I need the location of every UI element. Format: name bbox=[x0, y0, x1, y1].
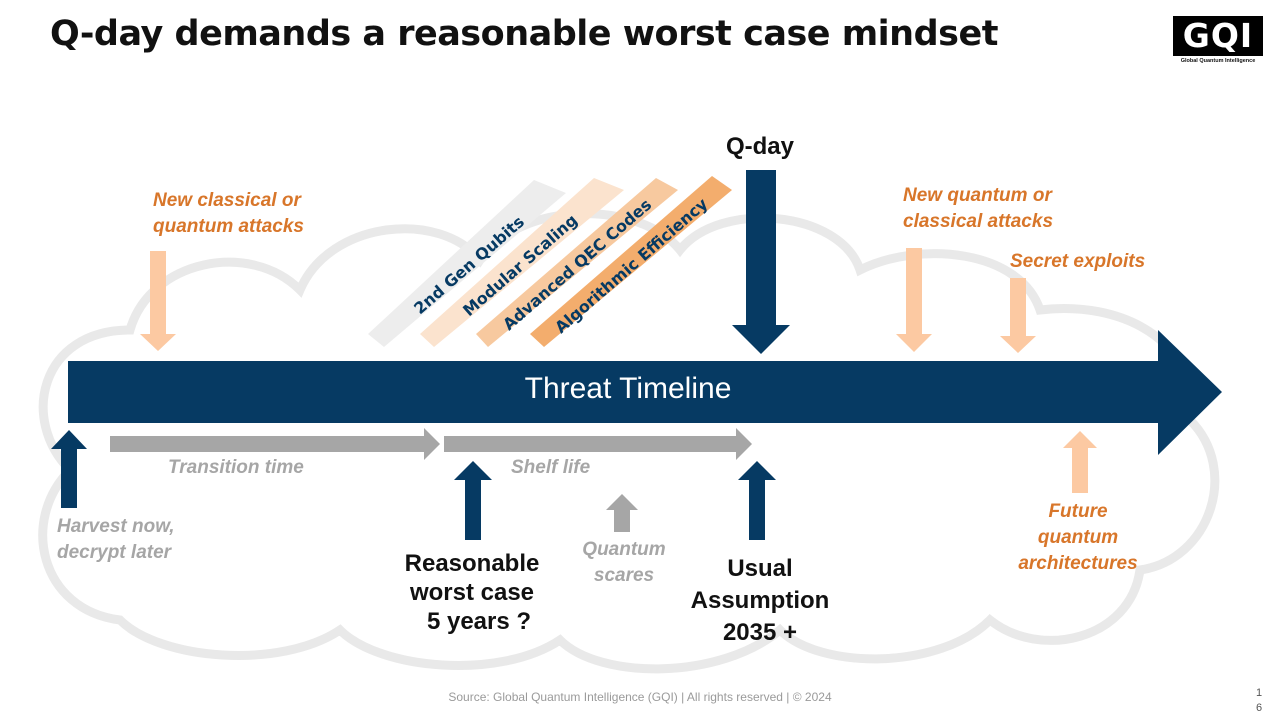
page-number-digit-2: 6 bbox=[1255, 702, 1263, 714]
logo-subtitle: Global Quantum Intelligence bbox=[1180, 58, 1256, 64]
new-quantum-line-1: New quantum or bbox=[903, 185, 1052, 206]
shelf-life-arrow bbox=[444, 428, 752, 460]
source-footer: Source: Global Quantum Intelligence (GQI… bbox=[448, 690, 832, 704]
quantum-scares-arrow bbox=[606, 494, 638, 532]
shelf-life-label: Shelf life bbox=[511, 457, 591, 478]
harvest-line-1: Harvest now, bbox=[57, 516, 175, 537]
reasonable-line-3: 5 years ? bbox=[426, 608, 532, 635]
ribbon-advanced-qec-codes bbox=[476, 178, 678, 347]
quantum-scares-line-1: Quantum bbox=[582, 539, 666, 560]
ribbon-algorithmic-efficiency bbox=[530, 176, 732, 347]
new-classical-line-2: quantum attacks bbox=[153, 216, 304, 237]
future-architectures-arrow bbox=[1063, 431, 1097, 493]
new-classical-line-1: New classical or bbox=[153, 190, 301, 211]
timeline-label: Threat Timeline bbox=[524, 372, 732, 405]
qday-arrow bbox=[732, 170, 790, 354]
reasonable-worst-case-label: Reasonable worst case 5 years ? bbox=[382, 549, 562, 636]
usual-line-1: Usual bbox=[727, 555, 793, 582]
quantum-scares-label: Quantum scares bbox=[564, 537, 684, 589]
secret-exploits-arrow bbox=[1000, 278, 1036, 353]
new-quantum-attacks-arrow bbox=[896, 248, 932, 352]
new-classical-attacks-label: New classical or quantum attacks bbox=[153, 188, 304, 240]
page-number: 1 6 bbox=[1252, 686, 1266, 716]
harvest-now-label: Harvest now, decrypt later bbox=[57, 514, 175, 566]
qday-label: Q-day bbox=[725, 133, 794, 160]
transition-time-label: Transition time bbox=[168, 457, 304, 478]
future-architectures-label: Future quantum architectures bbox=[1000, 499, 1156, 577]
page-title: Q-day demands a reasonable worst case mi… bbox=[50, 14, 998, 54]
gqi-logo: GQI Global Quantum Intelligence bbox=[1173, 16, 1263, 68]
page-number-digit-1: 1 bbox=[1255, 687, 1263, 699]
cloud-outline bbox=[38, 209, 1220, 674]
new-quantum-line-2: classical attacks bbox=[903, 211, 1054, 232]
new-quantum-attacks-label: New quantum or classical attacks bbox=[903, 183, 1053, 235]
reasonable-line-2: worst case bbox=[409, 579, 535, 606]
usual-assumption-arrow bbox=[738, 461, 776, 540]
logo-mark: GQI bbox=[1173, 16, 1263, 56]
reasonable-line-1: Reasonable bbox=[404, 550, 540, 577]
future-line-2: quantum bbox=[1037, 527, 1119, 548]
reasonable-worst-case-arrow bbox=[454, 461, 492, 540]
future-line-1: Future bbox=[1048, 501, 1108, 522]
harvest-line-2: decrypt later bbox=[57, 542, 172, 563]
new-classical-attacks-arrow bbox=[140, 251, 176, 351]
usual-line-3: 2035 + bbox=[722, 619, 798, 646]
usual-line-2: Assumption bbox=[690, 587, 830, 614]
usual-assumption-label: Usual Assumption 2035 + bbox=[670, 553, 850, 649]
threat-timeline-arrow bbox=[68, 330, 1222, 455]
ribbon-modular-scaling bbox=[420, 178, 624, 347]
secret-exploits-label: Secret exploits bbox=[1010, 251, 1146, 272]
ribbon-2nd-gen-qubits bbox=[368, 180, 566, 347]
harvest-now-arrow bbox=[51, 430, 87, 508]
quantum-scares-line-2: scares bbox=[593, 565, 655, 586]
future-line-3: architectures bbox=[1018, 553, 1138, 574]
transition-time-arrow bbox=[110, 428, 440, 460]
